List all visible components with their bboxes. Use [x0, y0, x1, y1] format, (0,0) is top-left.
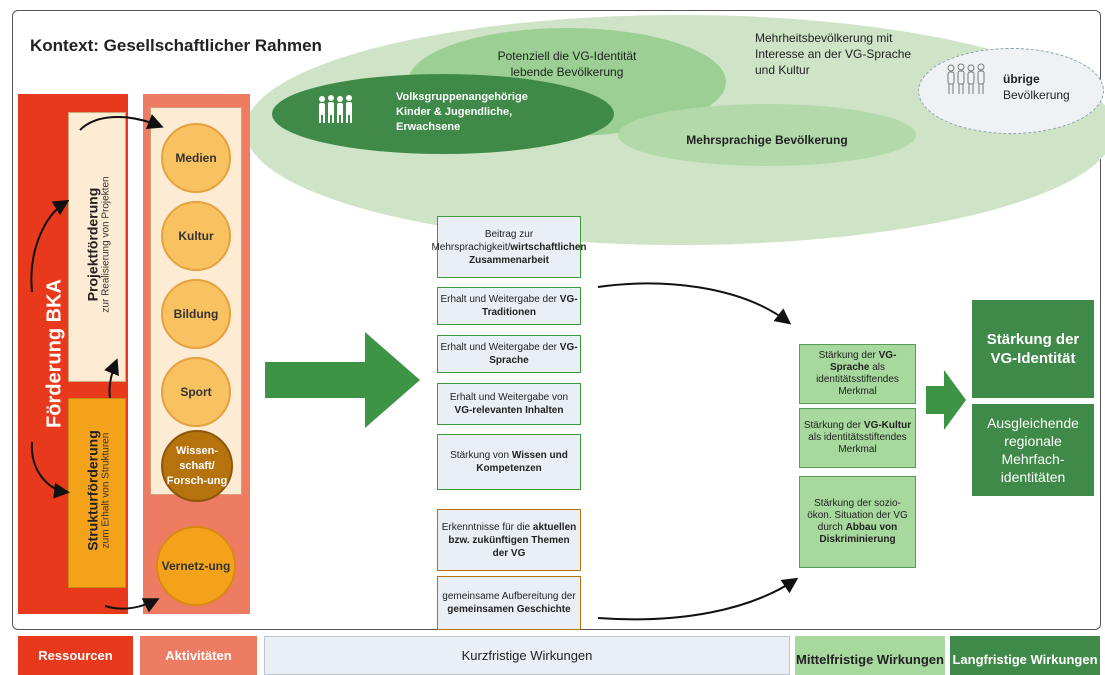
arrow-short-to-mid-top — [597, 282, 792, 325]
long-term-box-2: Ausgleichende regionale Mehrfach-identit… — [972, 404, 1094, 496]
vg-label-line1: Volksgruppenangehörige — [396, 91, 528, 103]
people-outline-icon — [947, 63, 985, 94]
uebrige-label-bold: übrige — [1003, 72, 1040, 86]
arrow-bka-to-projekt — [30, 199, 70, 293]
footer-langfristig: Langfristige Wirkungen — [950, 636, 1100, 675]
uebrige-ellipse: übrige Bevölkerung — [918, 48, 1104, 134]
context-title: Kontext: Gesellschaftlicher Rahmen — [30, 36, 322, 55]
mehrsprachig-ellipse: Mehrsprachige Bevölkerung — [618, 104, 916, 166]
strukturfoerderung-box: Strukturförderung zum Erhalt von Struktu… — [68, 398, 126, 588]
short-term-box-3: Erhalt und Weitergabe der VG-Sprache — [437, 335, 581, 373]
footer-kurzfristig: Kurzfristige Wirkungen — [264, 636, 790, 675]
mehrheit-label: Mehrheitsbevölkerung mit Interesse an de… — [755, 31, 912, 77]
vg-label-line3: Erwachsene — [396, 121, 461, 133]
activity-medien: Medien — [161, 123, 231, 193]
mehrsprachig-label: Mehrsprachige Bevölkerung — [686, 133, 848, 147]
potenziell-label: Potenziell die VG-Identität lebende Bevö… — [497, 49, 637, 79]
projektfoerderung-box: Projektförderung zur Realisierung von Pr… — [68, 112, 126, 382]
arrow-bka-to-struktur — [30, 441, 70, 499]
arrow-short-to-mid-bottom — [597, 577, 799, 621]
activity-bildung: Bildung — [161, 279, 231, 349]
mid-term-box-2: Stärkung der VG-Kultur als identitätssti… — [799, 408, 916, 468]
small-green-arrow — [926, 370, 966, 430]
volksgruppe-ellipse: Volksgruppenangehörige Kinder & Jugendli… — [272, 74, 614, 154]
mid-term-box-1: Stärkung der VG-Sprache als identitätsst… — [799, 344, 916, 404]
short-term-box-4: Erhalt und Weitergabe von VG-relevanten … — [437, 383, 581, 425]
short-term-box-6: Erkenntnisse für die aktuellen bzw. zukü… — [437, 509, 581, 571]
activity-sport: Sport — [161, 357, 231, 427]
activity-wissenschaft: Wissen-schaft/ Forsch-ung — [161, 430, 233, 502]
uebrige-label-rest: Bevölkerung — [1003, 88, 1070, 102]
mid-term-box-3: Stärkung der sozio-ökon. Situation der V… — [799, 476, 916, 568]
short-term-box-1: Beitrag zur Mehrsprachigkeit/wirtschaftl… — [431, 216, 587, 278]
arrow-projekt-to-activities — [79, 114, 164, 131]
people-group-icon — [319, 95, 352, 123]
arrow-struktur-to-projekt — [104, 358, 119, 399]
arrow-struktur-to-vernetzung — [104, 598, 160, 613]
short-term-box-5: Stärkung von Wissen und Kompetenzen — [437, 434, 581, 490]
vg-label-line2: Kinder & Jugendliche, — [396, 106, 513, 118]
short-term-box-2: Erhalt und Weitergabe der VG-Traditionen — [437, 287, 581, 325]
footer-aktivitaeten: Aktivitäten — [140, 636, 257, 675]
footer-ressourcen: Ressourcen — [18, 636, 133, 675]
big-green-arrow — [265, 332, 420, 428]
activity-kultur: Kultur — [161, 201, 231, 271]
short-term-box-7: gemeinsame Aufbereitung der gemeinsamen … — [437, 576, 581, 630]
long-term-box-1: Stärkung der VG-Identität — [972, 300, 1094, 398]
activity-vernetzung: Vernetz-ung — [156, 526, 236, 606]
footer-mittelfristig: Mittelfristige Wirkungen — [795, 636, 945, 675]
